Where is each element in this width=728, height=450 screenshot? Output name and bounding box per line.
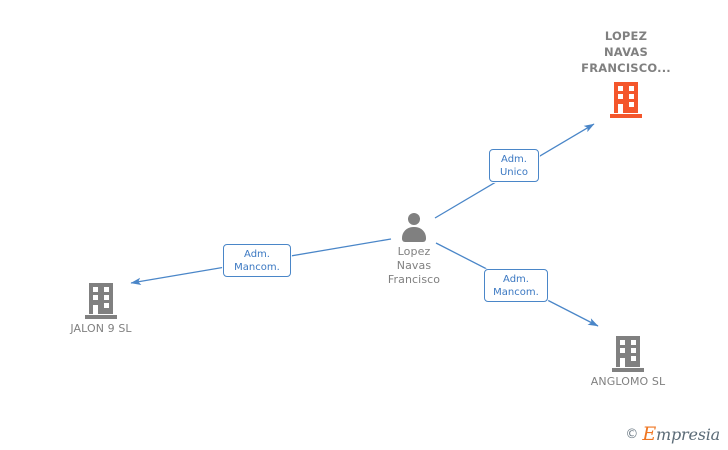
node-label-anglomo-sl: ANGLOMO SL [590,375,666,388]
node-label-lopez-navas-francisco-company: LOPEZ NAVAS FRANCISCO... [581,29,671,75]
empresia-logo-initial: E [642,423,656,445]
edge-label-adm-unico[interactable]: Adm. Unico [489,149,539,182]
building-icon-jalon-9-sl [85,283,117,319]
node-anglomo-sl[interactable]: ANGLOMO SL [558,336,698,389]
node-label-jalon-9-sl: JALON 9 SL [70,322,132,335]
building-icon-highlight [610,82,642,118]
copyright-icon: © [625,427,639,442]
empresia-watermark: © Empresia [625,423,720,445]
node-jalon-9-sl[interactable]: JALON 9 SL [31,283,171,336]
edge-label-adm-mancom-jalon[interactable]: Adm. Mancom. [223,244,291,277]
building-icon-anglomo-sl [612,336,644,372]
empresia-logo-rest: mpresia [656,425,720,444]
node-label-center-person: Lopez Navas Francisco [387,245,441,286]
node-lopez-navas-francisco-company[interactable]: LOPEZ NAVAS FRANCISCO... [556,28,696,118]
empresia-logo-text: Empresia [642,423,720,445]
person-avatar-icon [399,212,429,242]
node-center-person[interactable]: Lopez Navas Francisco [344,212,484,287]
edge-label-adm-mancom-anglomo[interactable]: Adm. Mancom. [484,269,548,302]
